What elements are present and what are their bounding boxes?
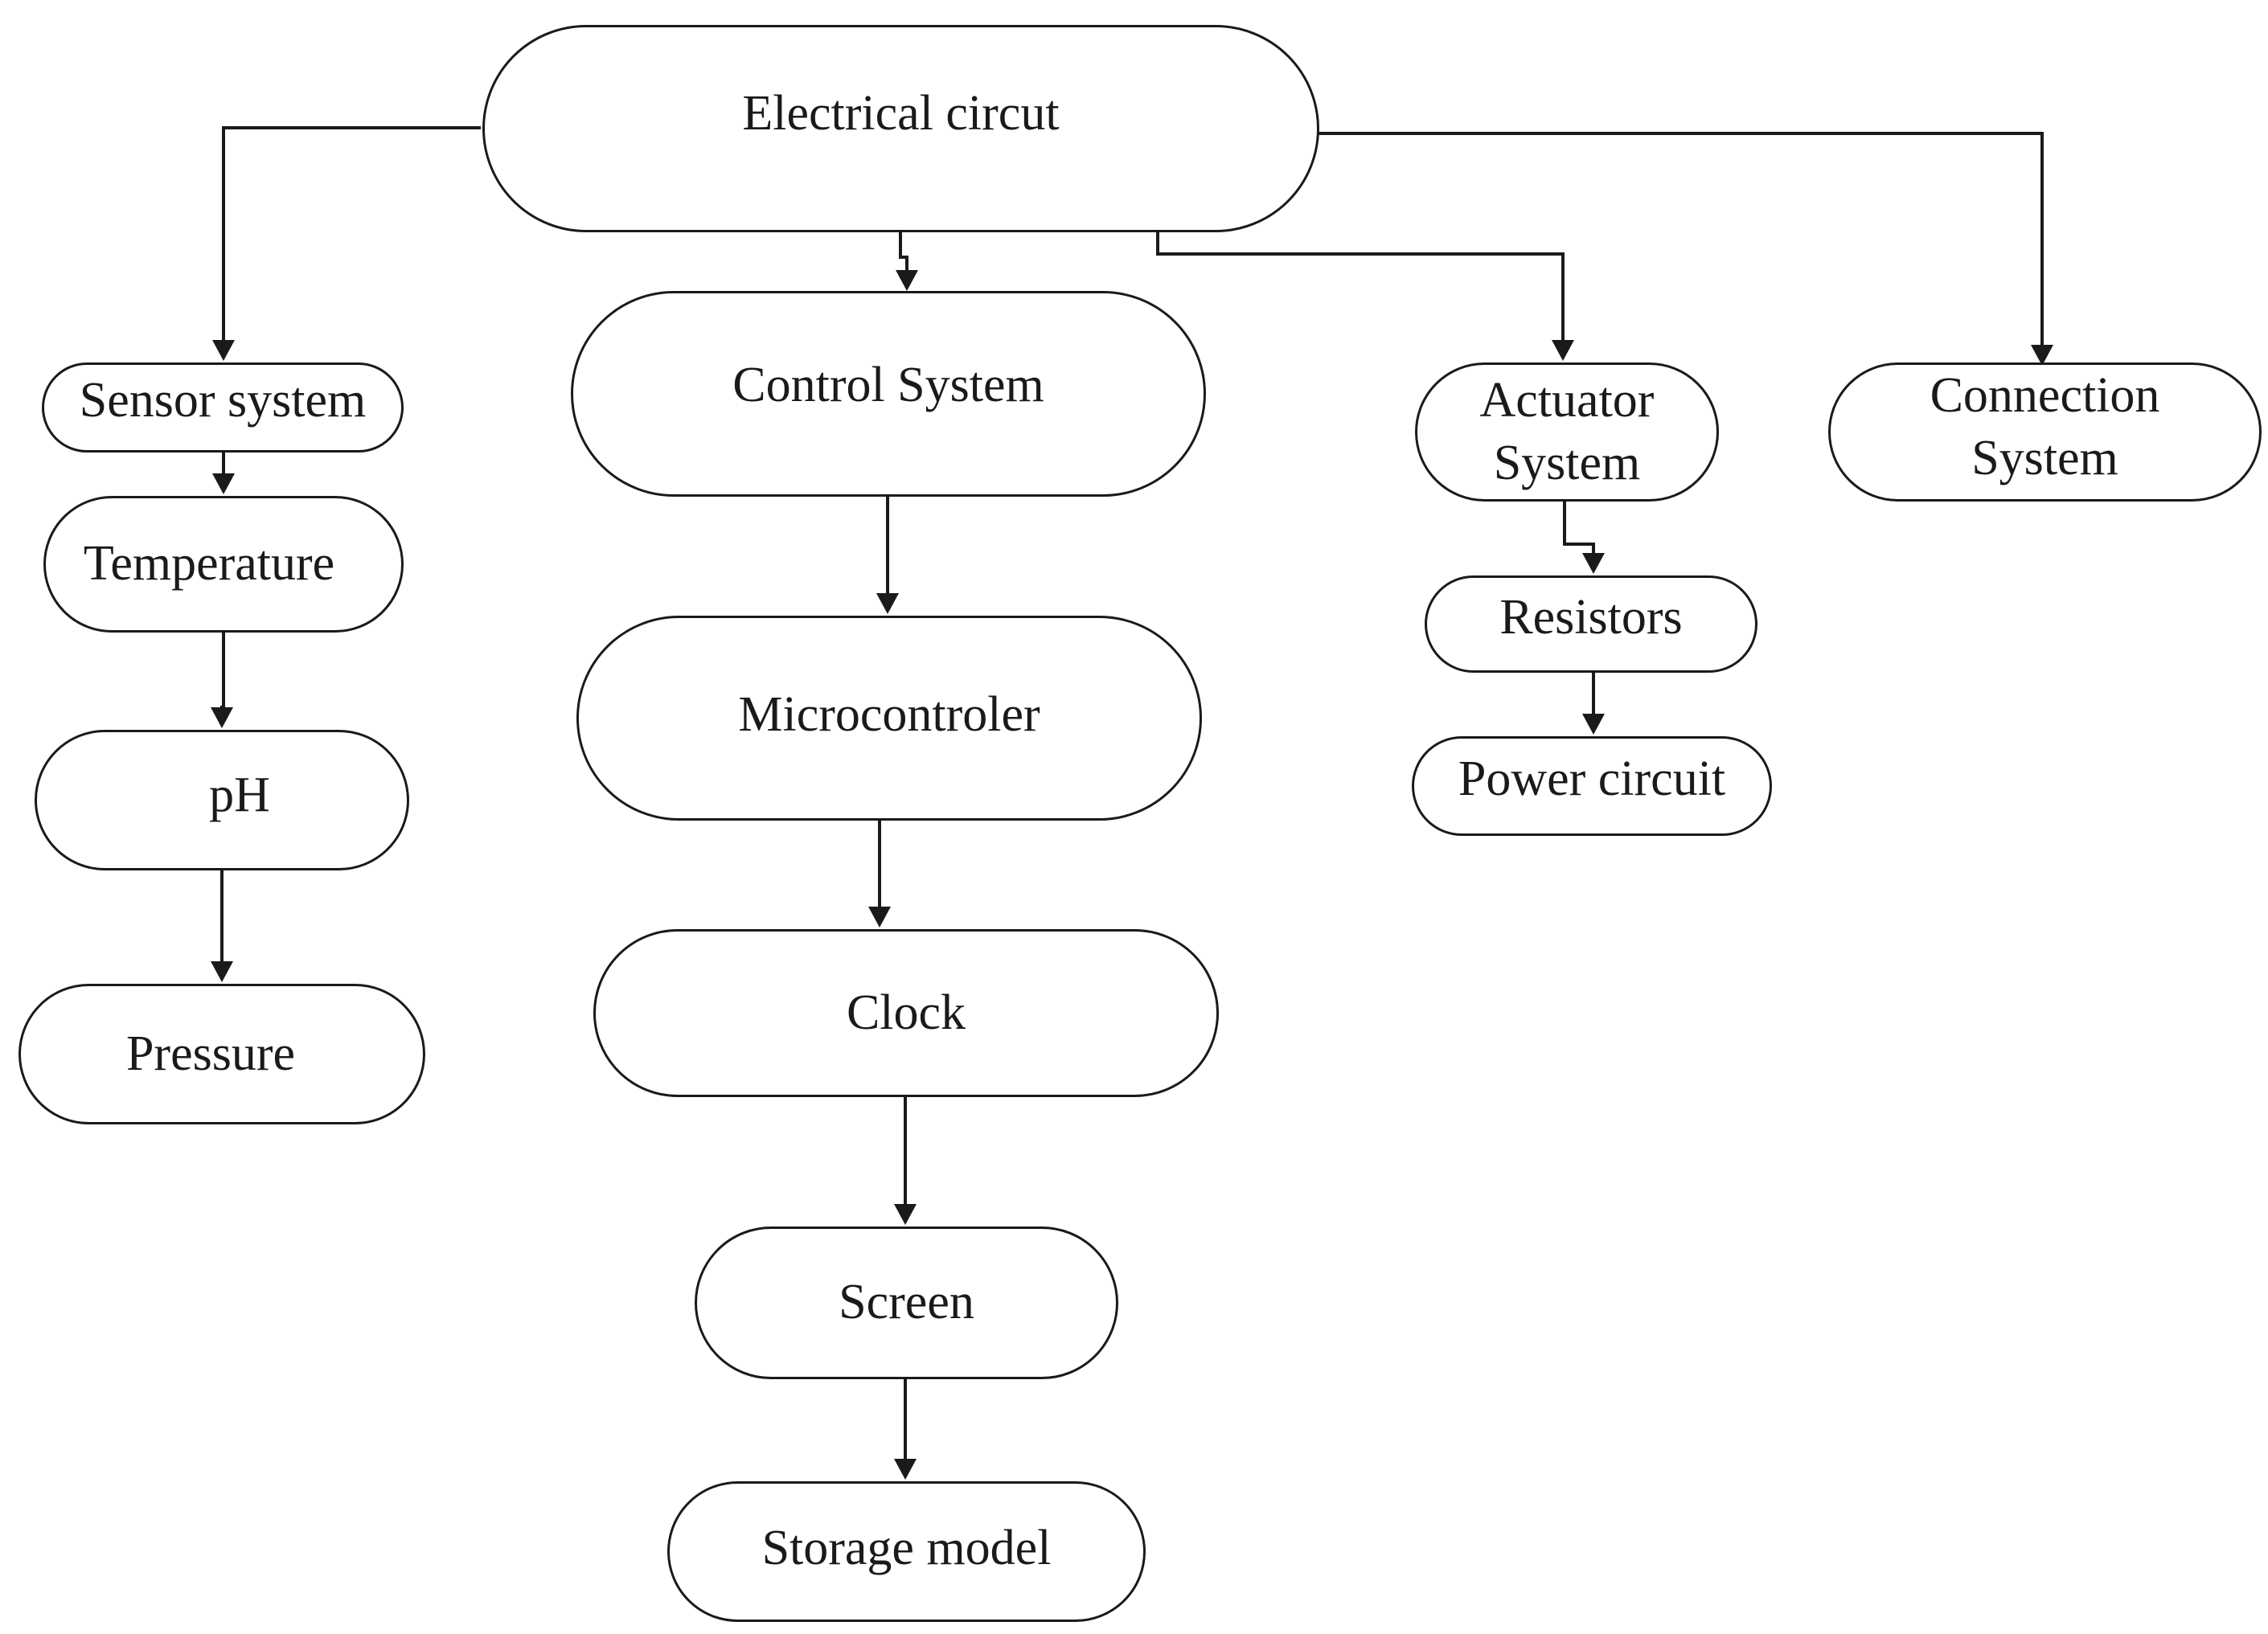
node-resistors: Resistors — [1425, 575, 1757, 673]
edge-control-to-micro — [876, 497, 899, 614]
node-temperature: Temperature — [43, 496, 404, 633]
node-ph: pH — [35, 730, 409, 870]
node-clock: Clock — [593, 929, 1219, 1097]
node-label: Electrical circut — [742, 86, 1060, 141]
edge-actuator-to-resistors — [1563, 502, 1605, 574]
node-label: Control System — [732, 358, 1044, 413]
node-label: pH — [209, 767, 270, 822]
node-screen: Screen — [695, 1227, 1118, 1379]
node-label: Storage model — [761, 1520, 1052, 1575]
node-label: Temperature — [83, 536, 335, 592]
edge-resistors-to-power — [1582, 673, 1605, 735]
node-label: Clock — [846, 985, 966, 1040]
edge-micro-to-clock — [868, 821, 891, 928]
edge-temperature-to-ph — [211, 633, 233, 728]
edge-electrical-to-control — [896, 232, 918, 291]
edge-electrical-to-connection — [1319, 132, 2053, 366]
node-connection-system: Connection System — [1828, 362, 2262, 502]
node-label: Pressure — [125, 1026, 296, 1081]
edge-electrical-to-sensor — [212, 126, 481, 361]
node-actuator-system: Actuator System — [1415, 362, 1719, 502]
edge-electrical-to-actuator — [1156, 232, 1574, 361]
node-pressure: Pressure — [18, 984, 425, 1124]
node-label: Actuator System — [1479, 373, 1655, 490]
edge-screen-to-storage — [894, 1379, 917, 1480]
node-electrical-circuit: Electrical circut — [482, 25, 1319, 232]
node-label: Connection System — [1930, 368, 2160, 485]
edge-ph-to-pressure — [211, 870, 233, 982]
node-storage-model: Storage model — [667, 1481, 1146, 1622]
node-label: Microcontroler — [738, 686, 1040, 742]
node-label: Resistors — [1499, 589, 1683, 645]
node-power-circuit: Power circuit — [1412, 736, 1772, 836]
node-sensor-system: Sensor system — [42, 362, 404, 453]
node-label: Power circuit — [1458, 751, 1726, 807]
node-label: Screen — [839, 1275, 974, 1330]
node-microcontroler: Microcontroler — [576, 616, 1202, 821]
node-label: Sensor system — [79, 373, 367, 428]
edge-sensor-to-temperature — [212, 453, 235, 494]
node-control-system: Control System — [571, 291, 1206, 497]
edge-clock-to-screen — [894, 1097, 917, 1225]
